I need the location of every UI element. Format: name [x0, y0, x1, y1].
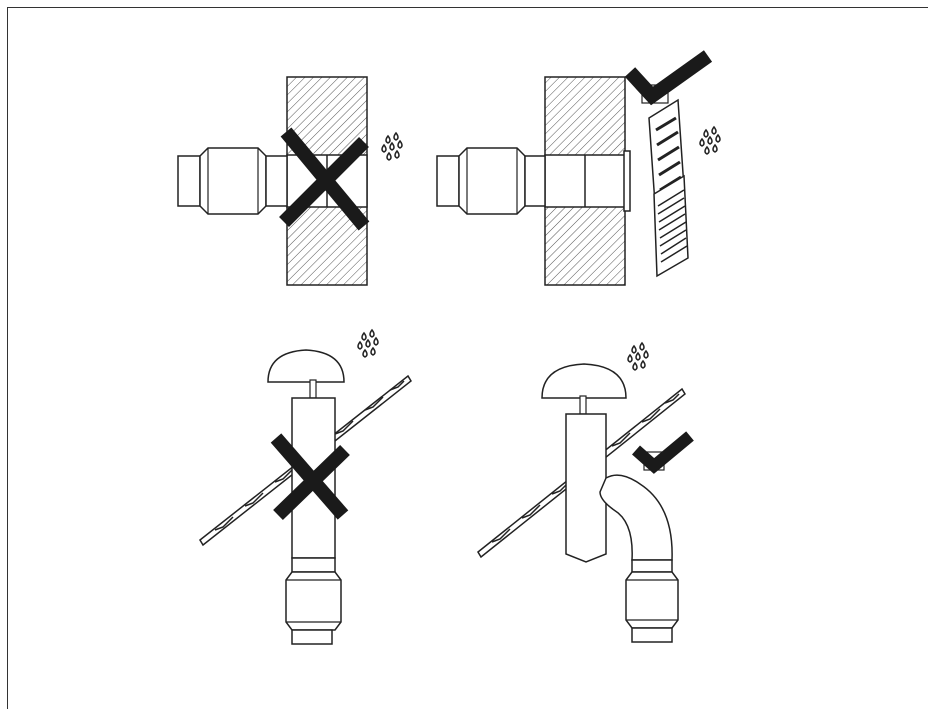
roof-pipe — [565, 413, 607, 563]
panel-roof-incorrect — [199, 329, 412, 645]
cross-icon — [279, 127, 370, 231]
vent-grille-icon — [648, 98, 689, 278]
check-icon — [632, 431, 694, 474]
fan-unit — [625, 559, 679, 643]
rain-cap-icon — [541, 363, 627, 415]
rain-icon — [699, 126, 721, 155]
fan-unit — [285, 557, 342, 645]
panel-wall-correct — [436, 50, 721, 286]
fan-unit — [177, 147, 288, 215]
rain-cap-icon — [267, 349, 345, 399]
rain-icon — [627, 342, 649, 371]
panel-wall-incorrect — [177, 76, 403, 286]
panel-roof-correct — [477, 342, 694, 643]
diagram-frame — [7, 7, 928, 709]
rain-icon — [357, 329, 379, 358]
rain-icon — [381, 132, 403, 161]
check-icon — [624, 50, 713, 106]
bent-duct — [599, 474, 673, 561]
fan-unit — [436, 147, 546, 215]
cross-icon — [270, 433, 350, 521]
